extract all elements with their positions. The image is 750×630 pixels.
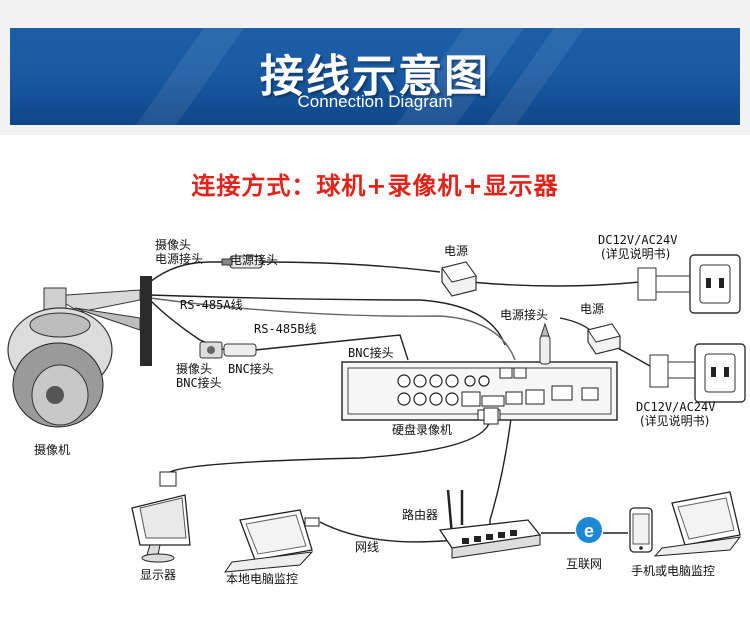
power-connector-label: 电源接头 <box>230 253 279 267</box>
vga-cable <box>167 419 491 481</box>
svg-text:e: e <box>584 521 594 541</box>
outlet-right-voltage-label: DC12V/AC24V <box>636 400 716 414</box>
outlet-voltage-label: DC12V/AC24V <box>598 233 678 247</box>
power-outlet-icon <box>637 254 741 314</box>
mobile-pc-label: 手机或电脑监控 <box>631 564 716 578</box>
pc-network-cable <box>319 521 456 543</box>
page-title-english: Connection Diagram <box>297 92 453 111</box>
remote-laptop-icon <box>653 491 742 557</box>
camera-bnc-connector-label: BNC接头 <box>176 376 222 390</box>
monitor-icon <box>131 494 191 563</box>
power-adapter-label: 电源 <box>444 244 469 258</box>
camera-bnc-label: 摄像头 <box>176 362 213 376</box>
header-band <box>10 28 740 125</box>
dvr-power-lead <box>559 317 591 331</box>
camera-video-connector-label: 摄像头 <box>155 238 192 252</box>
adapter-to-outlet-cable <box>469 281 641 287</box>
dvr-power-connector-icon <box>539 322 551 365</box>
bnc-connector-2-label: BNC接头 <box>228 362 274 376</box>
camera-label: 摄像机 <box>34 443 71 457</box>
bnc-ports <box>397 374 490 406</box>
internet-explorer-icon: e <box>576 517 602 543</box>
bnc-video-cable <box>254 334 409 361</box>
dvr-power-adapter-label: 电源 <box>580 302 605 316</box>
rs485b-cable <box>149 297 516 361</box>
monitor-label: 显示器 <box>140 568 177 582</box>
router-label: 路由器 <box>402 508 439 522</box>
dvr-power-connector-label: 电源接头 <box>500 308 549 322</box>
dvr-icon <box>341 361 618 421</box>
dvr-power-adapter-icon <box>587 323 621 355</box>
power-connector-icon <box>221 255 263 269</box>
phone-icon <box>629 507 653 553</box>
rs485a-label: RS-485A线 <box>180 298 243 312</box>
internet-label: 互联网 <box>566 557 603 571</box>
bnc-connector-icon <box>199 341 257 359</box>
local-pc-label: 本地电脑监控 <box>226 572 299 586</box>
camera-power-cable <box>261 261 441 273</box>
bnc-connector-label: BNC接头 <box>348 346 394 360</box>
power-outlet-right-icon <box>649 343 746 403</box>
outlet-note-label: (详见说明书) <box>601 247 671 261</box>
rs485b-label: RS-485B线 <box>254 322 317 336</box>
connection-method-subtitle: 连接方式：球机+录像机+显示器 <box>191 172 559 200</box>
power-adapter-icon <box>441 261 477 297</box>
page-title: 接线示意图 <box>260 51 490 102</box>
camera-power-connector-label: 电源接头 <box>155 252 204 266</box>
router-icon <box>438 489 542 559</box>
vga-plug-icon <box>159 407 499 487</box>
network-cable-label: 网线 <box>355 540 380 554</box>
outlet-right-note-label: (详见说明书) <box>640 414 710 428</box>
dvr-label: 硬盘录像机 <box>392 423 453 437</box>
camera-video-pigtail <box>149 299 226 351</box>
camera-power-pigtail <box>149 261 232 283</box>
dvr-network-cable <box>489 409 513 535</box>
rs485a-cable <box>149 294 506 346</box>
laptop-icon <box>223 509 320 573</box>
speed-dome-camera-icon <box>7 276 152 428</box>
